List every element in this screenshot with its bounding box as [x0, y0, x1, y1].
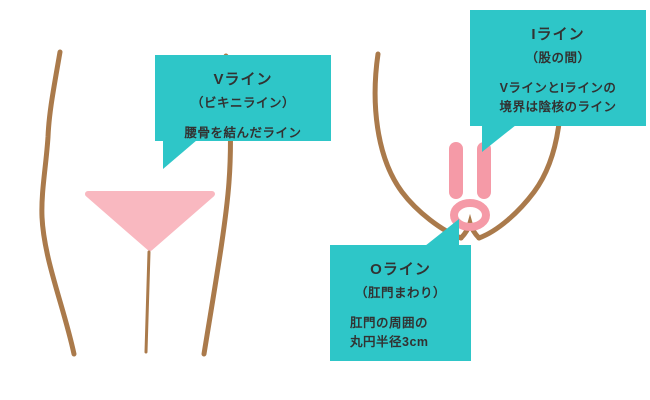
- leg-outline-left: [372, 51, 464, 241]
- crotch-center-line: [144, 250, 151, 354]
- callout-i-subtitle: （股の間）: [525, 51, 591, 65]
- callout-v-title: Vライン: [213, 71, 273, 88]
- callout-o-body-line2: 丸円半径3cm: [350, 334, 429, 349]
- callout-i-body-line2: 境界は陰核のライン: [499, 99, 617, 114]
- i-line-right-bar: [477, 142, 491, 199]
- callout-i-body: VラインとIラインの 境界は陰核のライン: [470, 79, 646, 117]
- body-outline-left: [39, 49, 77, 357]
- o-line-ring: [450, 199, 490, 231]
- callout-v-line: Vライン （ビキニライン） 腰骨を結んだライン: [155, 55, 331, 169]
- callout-o-title: Oライン: [370, 261, 431, 278]
- callout-i-title: Iライン: [531, 26, 585, 43]
- callout-o-subtitle: （肛門まわり）: [354, 286, 446, 300]
- callout-v-body: 腰骨を結んだライン: [184, 126, 302, 140]
- callout-i-body-line1: VラインとIラインの: [499, 81, 617, 95]
- callout-o-body-line1: 肛門の周囲の: [350, 316, 429, 330]
- bikini-triangle: [85, 191, 215, 251]
- callout-o-body: 肛門の周囲の 丸円半径3cm: [330, 314, 471, 352]
- callout-o-line: Oライン （肛門まわり） 肛門の周囲の 丸円半径3cm: [330, 219, 471, 361]
- callout-i-line: Iライン （股の間） VラインとIラインの 境界は陰核のライン: [470, 10, 646, 152]
- i-line-left-bar: [449, 142, 463, 199]
- callout-v-subtitle: （ビキニライン）: [190, 96, 295, 110]
